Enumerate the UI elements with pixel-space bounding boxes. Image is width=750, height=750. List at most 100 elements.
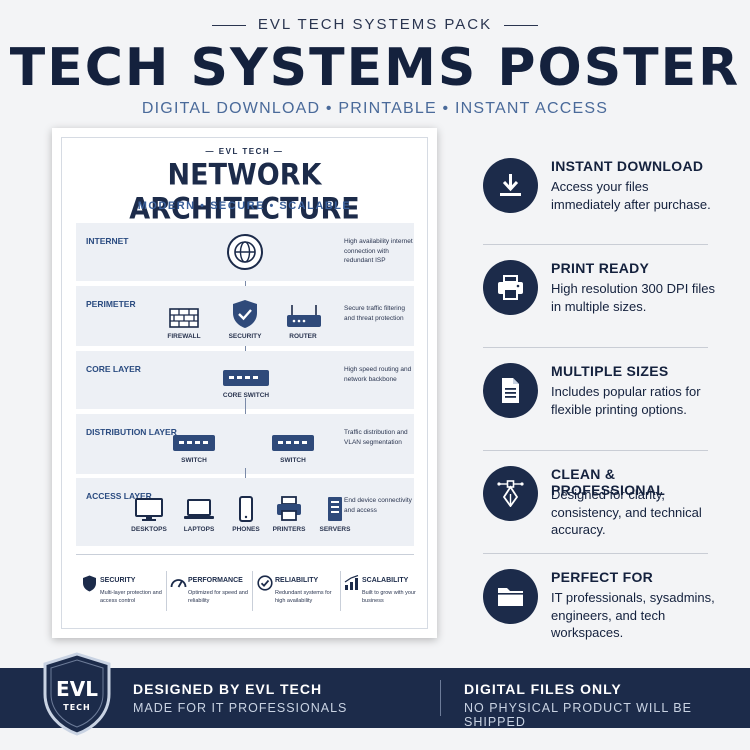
divider [483, 347, 708, 348]
node-label: DESKTOPS [131, 526, 167, 533]
layer-label: DISTRIBUTION LAYER [86, 427, 177, 437]
layer-label: INTERNET [86, 236, 129, 246]
node-label: PRINTERS [272, 526, 306, 533]
designer-credit: DESIGNED BY EVL TECH [133, 681, 323, 697]
footer-title: SECURITY [100, 577, 136, 584]
layer-access: ACCESS LAYER End device connectivity and… [76, 478, 414, 546]
divider [166, 571, 167, 611]
footer-description: Built to grow with your business [362, 590, 416, 604]
connector-line [245, 398, 246, 420]
divider [483, 553, 708, 554]
bar-chart-icon [344, 575, 359, 590]
folder-icon [498, 588, 523, 606]
poster-title: NETWORK ARCHITECTURE [129, 157, 360, 227]
divider [76, 554, 414, 555]
page-title: TECH SYSTEMS POSTER [9, 38, 741, 98]
divider [440, 680, 441, 716]
layer-description: Secure traffic filtering and threat prot… [344, 305, 405, 322]
feature-title: PERFECT FOR [551, 569, 654, 585]
gauge-icon [170, 579, 187, 588]
printer-icon [498, 275, 523, 300]
feature-multiple-sizes: MULTIPLE SIZES Includes popular ratios f… [483, 363, 711, 443]
layer-label: PERIMETER [86, 299, 136, 309]
node-label: SECURITY [228, 333, 262, 340]
layer-description: End device connectivity and access [344, 497, 412, 514]
layer-description: High speed routing and network backbone [344, 366, 412, 383]
firewall-icon [169, 308, 199, 328]
divider [340, 571, 341, 611]
pack-heading: EVL TECH SYSTEMS PACK [0, 16, 750, 33]
feature-icon-circle [483, 158, 538, 213]
footer-bar [0, 668, 750, 728]
node-label: LAPTOPS [183, 526, 215, 533]
node-label: FIREWALL [167, 333, 201, 340]
feature-title: PRINT READY [551, 260, 650, 276]
poster-subtitle: MODERN • SECURE • SCALABLE [137, 200, 352, 212]
core-switch-icon [223, 370, 269, 386]
feature-icon-circle [483, 260, 538, 315]
divider [483, 244, 708, 245]
footer-title: PERFORMANCE [188, 577, 243, 584]
feature-description: Includes popular ratios for flexible pri… [551, 384, 701, 417]
node-label: CORE SWITCH [222, 392, 270, 399]
feature-description: Designed for clarity, consistency, and t… [551, 487, 702, 537]
footer-description: Redundant systems for high availability [275, 590, 332, 604]
document-icon [502, 378, 519, 403]
poster-brand: — EVL TECH — [205, 147, 284, 156]
feature-perfect-for: PERFECT FOR IT professionals, sysadmins,… [483, 569, 715, 649]
node-label: PHONES [232, 526, 260, 533]
layer-internet: INTERNET High availability internet conn… [76, 223, 414, 281]
node-label: ROUTER [289, 333, 317, 340]
node-label: SWITCH [280, 457, 306, 464]
layer-description: Traffic distribution and VLAN segmentati… [344, 429, 408, 446]
check-circle-icon [257, 575, 273, 591]
digital-notice: DIGITAL FILES ONLY [464, 681, 622, 697]
pack-label: EVL TECH SYSTEMS PACK [257, 16, 493, 33]
evl-shield-logo: EVL TECH [43, 652, 111, 736]
svg-text:TECH: TECH [63, 703, 91, 712]
connector-line [245, 468, 246, 483]
feature-title: INSTANT DOWNLOAD [551, 158, 704, 174]
pen-tool-icon [497, 480, 524, 507]
feature-icon-circle [483, 569, 538, 624]
footer-description: Optimized for speed and reliability [188, 590, 248, 604]
svg-text:EVL: EVL [56, 677, 98, 701]
shield-icon [83, 575, 96, 592]
layer-description: High availability internet connection wi… [344, 238, 413, 264]
switch-icon [272, 435, 314, 451]
divider [211, 24, 246, 26]
footer-description: Multi-layer protection and access contro… [100, 590, 162, 604]
footer-title: RELIABILITY [275, 577, 319, 584]
feature-icon-circle [483, 466, 538, 521]
page-subtitle: DIGITAL DOWNLOAD • PRINTABLE • INSTANT A… [141, 100, 609, 117]
desktop-icon [135, 498, 163, 521]
layer-perimeter: PERIMETER Secure traffic filtering and t… [76, 286, 414, 346]
switch-icon [173, 435, 215, 451]
node-label: SWITCH [181, 457, 207, 464]
poster-frame: — EVL TECH — NETWORK ARCHITECTURE MODERN… [61, 137, 428, 629]
divider [483, 450, 708, 451]
phone-icon [239, 496, 253, 522]
feature-title: CLEAN & PROFESSIONAL [551, 466, 666, 498]
feature-description: Access your files immediately after purc… [551, 179, 711, 212]
footer-title: SCALABILITY [362, 577, 409, 584]
printer-icon [277, 496, 301, 521]
audience-note: MADE FOR IT PROFESSIONALS [133, 701, 348, 715]
download-icon [500, 174, 521, 196]
divider [504, 24, 539, 26]
feature-print-ready: PRINT READY High resolution 300 DPI file… [483, 260, 715, 340]
poster-preview: — EVL TECH — NETWORK ARCHITECTURE MODERN… [52, 128, 437, 638]
feature-icon-circle [483, 363, 538, 418]
layer-label: ACCESS LAYER [86, 491, 152, 501]
feature-instant-download: INSTANT DOWNLOAD Access your files immed… [483, 158, 711, 238]
divider [252, 571, 253, 611]
shield-check-icon [233, 300, 257, 328]
laptop-icon [184, 499, 214, 519]
feature-description: IT professionals, sysadmins, engineers, … [551, 590, 715, 640]
node-label: SERVERS [319, 526, 351, 533]
layer-label: CORE LAYER [86, 364, 141, 374]
feature-title: MULTIPLE SIZES [551, 363, 669, 379]
layer-distribution: DISTRIBUTION LAYER Traffic distribution … [76, 414, 414, 474]
router-icon [287, 305, 321, 327]
feature-clean-professional: CLEAN & PROFESSIONAL Designed for clarit… [483, 466, 711, 546]
